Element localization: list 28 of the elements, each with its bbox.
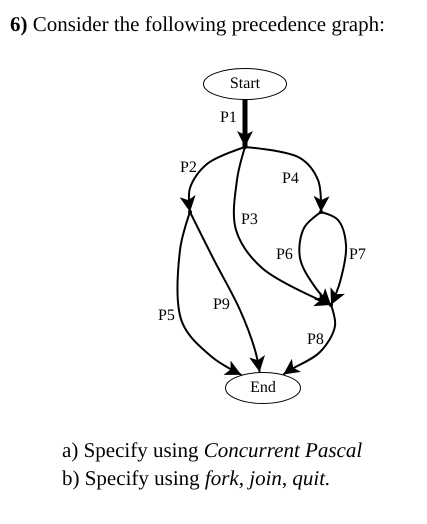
edge-label: P8 bbox=[307, 332, 324, 348]
edge-label: P4 bbox=[282, 171, 299, 187]
edge-label: P2 bbox=[180, 160, 197, 176]
edge-label: P9 bbox=[213, 297, 230, 313]
junction-point bbox=[319, 210, 323, 214]
terminal-ellipse bbox=[203, 68, 287, 100]
question-text: b) Specify using fork, join, quit. bbox=[62, 466, 330, 491]
edge-label: P5 bbox=[158, 308, 175, 324]
arrow bbox=[176, 212, 242, 376]
edge-label: P3 bbox=[241, 212, 258, 228]
arrow bbox=[320, 211, 348, 306]
question-heading: 6) Consider the following precedence graph: bbox=[10, 12, 385, 37]
junction-point bbox=[329, 303, 333, 307]
arrow bbox=[244, 146, 330, 212]
edge-label: P7 bbox=[349, 247, 366, 263]
question-text: a) Specify using Concurrent Pascal bbox=[62, 438, 362, 463]
arrow bbox=[282, 304, 336, 376]
arrow bbox=[237, 100, 253, 147]
edge-label: P1 bbox=[220, 110, 237, 126]
junction-point bbox=[188, 210, 192, 214]
terminal-ellipse bbox=[225, 372, 301, 404]
node-label: End bbox=[249, 380, 277, 396]
arrow bbox=[180, 146, 246, 212]
arrow bbox=[189, 212, 265, 372]
node-label: Start bbox=[228, 76, 262, 92]
arrow bbox=[232, 146, 332, 306]
edge-label: P6 bbox=[276, 247, 293, 263]
arrow bbox=[298, 211, 332, 306]
